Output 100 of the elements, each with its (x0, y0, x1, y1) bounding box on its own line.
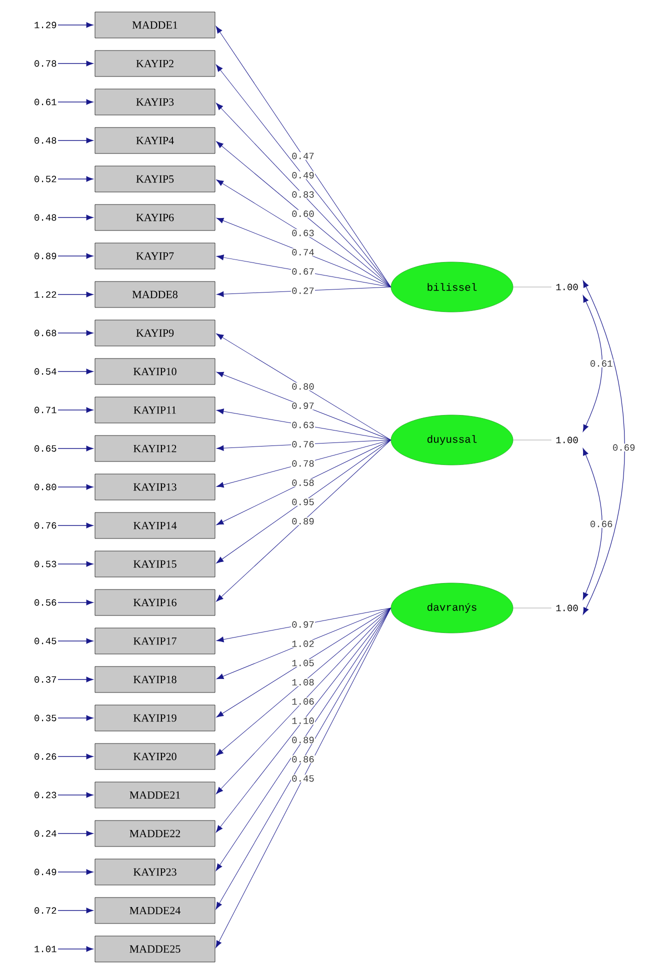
observed-variable-box: KAYIP20 (94, 743, 216, 770)
observed-variable-box: KAYIP3 (94, 88, 216, 116)
error-variance-value: 1.22 (34, 291, 56, 298)
covariance-arrow (582, 448, 602, 600)
error-arrow (58, 830, 94, 836)
error-arrow (58, 407, 94, 413)
edge-label: 1.10 (291, 716, 315, 725)
error-variance-value: 0.49 (34, 868, 56, 876)
loading-arrow (216, 440, 392, 526)
error-variance-value: 0.68 (34, 330, 56, 336)
error-variance-value: 0.35 (34, 714, 56, 722)
edge-label: 0.76 (291, 440, 315, 448)
edge-label: 0.49 (291, 171, 315, 180)
loading-arrow (216, 440, 392, 564)
loading-arrow (216, 608, 392, 794)
edge-label: 1.06 (291, 698, 315, 706)
error-arrow (58, 330, 94, 336)
error-variance-value: 1.29 (34, 22, 56, 28)
error-variance-value: 0.53 (34, 560, 56, 568)
edge-label: 1.08 (291, 678, 315, 686)
error-variance-value: 0.37 (34, 676, 56, 683)
error-variance-value: 0.26 (34, 753, 56, 760)
error-arrow (58, 292, 94, 298)
observed-variable-box: KAYIP15 (94, 550, 216, 578)
loading-arrow (216, 440, 392, 602)
edge-label: 0.60 (291, 210, 315, 218)
edge-label: 0.95 (291, 498, 315, 506)
edge-label: 1.05 (291, 659, 315, 667)
loading-arrow (216, 408, 392, 440)
observed-variable-box: KAYIP14 (94, 512, 216, 539)
error-variance-value: 0.48 (34, 137, 56, 144)
error-arrow (58, 138, 94, 144)
error-variance-value: 0.48 (34, 214, 56, 221)
edge-label: 0.63 (291, 229, 315, 237)
loading-arrow (216, 286, 392, 297)
error-variance-value: 0.76 (34, 522, 56, 529)
loading-arrow (216, 372, 392, 440)
observed-variable-box: KAYIP13 (94, 474, 216, 500)
observed-variable-box: KAYIP9 (94, 320, 216, 346)
loading-arrow (216, 254, 392, 288)
error-arrow (58, 368, 94, 374)
error-variance-value: 0.23 (34, 792, 56, 798)
observed-variable-box: KAYIP23 (94, 858, 216, 886)
error-arrow (58, 60, 94, 66)
observed-variable-box: KAYIP2 (94, 50, 216, 77)
observed-variable-box: KAYIP6 (94, 204, 216, 231)
edge-label: 0.97 (291, 620, 315, 628)
loading-arrow (216, 180, 392, 288)
loading-arrow (216, 440, 392, 488)
error-variance-value: 0.52 (34, 176, 56, 182)
observed-variable-box: MADDE1 (94, 12, 216, 38)
edge-label: 0.69 (612, 444, 636, 452)
covariance-arrow (582, 295, 602, 432)
observed-variable-box: MADDE24 (94, 897, 216, 924)
observed-variable-box: KAYIP16 (94, 589, 216, 616)
observed-variable-box: KAYIP11 (94, 396, 216, 424)
error-arrow (58, 638, 94, 644)
edge-label: 0.97 (291, 402, 315, 410)
edge-label: 0.66 (589, 520, 614, 528)
error-arrow (58, 446, 94, 452)
loading-arrow (216, 608, 392, 642)
error-arrow (58, 792, 94, 798)
error-variance-value: 0.65 (34, 445, 56, 452)
edge-label: 0.78 (291, 460, 315, 468)
error-arrow (58, 869, 94, 875)
observed-variable-box: KAYIP5 (94, 166, 216, 192)
variance-value: 1.00 (556, 284, 578, 290)
edge-label: 0.86 (291, 755, 315, 764)
error-arrow (58, 908, 94, 914)
variance-value: 1.00 (556, 604, 578, 612)
observed-variable-box: KAYIP10 (94, 358, 216, 385)
connector-line (513, 286, 552, 288)
error-arrow (58, 561, 94, 567)
observed-variable-box: KAYIP4 (94, 127, 216, 154)
loading-arrow (216, 608, 392, 718)
loading-arrow (216, 334, 392, 440)
variance-value: 1.00 (556, 436, 578, 444)
error-arrow (58, 176, 94, 182)
loading-arrow (216, 218, 392, 288)
error-variance-value: 0.71 (34, 406, 56, 414)
loading-arrow (216, 608, 392, 680)
error-variance-value: 0.72 (34, 907, 56, 914)
observed-variable-box: MADDE8 (94, 281, 216, 308)
covariance-arrow (582, 280, 625, 615)
error-arrow (58, 600, 94, 606)
edge-label: 0.61 (589, 360, 614, 368)
edge-label: 0.89 (291, 736, 315, 744)
edge-label: 0.67 (291, 268, 315, 276)
error-arrow (58, 946, 94, 952)
loading-arrow (216, 141, 392, 288)
error-variance-value: 1.01 (34, 946, 56, 952)
observed-variable-box: KAYIP7 (94, 242, 216, 270)
error-variance-value: 0.56 (34, 599, 56, 606)
error-arrow (58, 99, 94, 105)
edge-label: 0.74 (291, 248, 315, 256)
observed-variable-box: MADDE21 (94, 782, 216, 808)
edge-label: 0.89 (291, 517, 315, 526)
edge-label: 0.83 (291, 190, 315, 198)
error-arrow (58, 676, 94, 682)
error-arrow (58, 754, 94, 760)
